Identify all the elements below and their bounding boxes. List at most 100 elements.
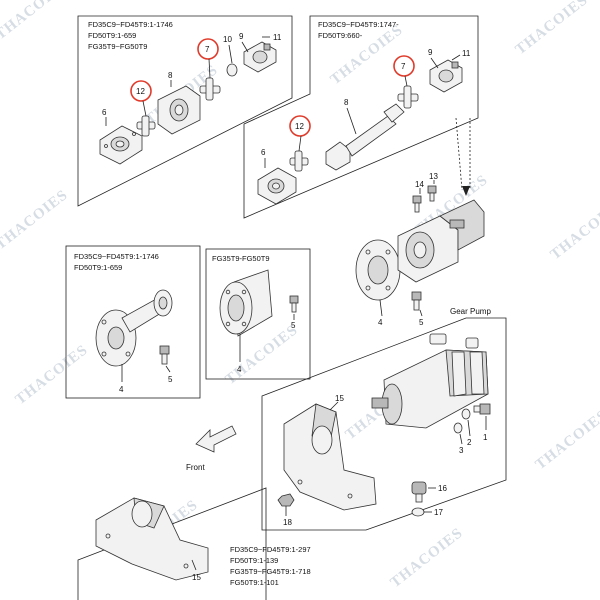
highlight-circle (130, 80, 152, 102)
callout-label: 4 (119, 385, 124, 394)
flange-part (99, 125, 143, 165)
callout-label: 11 (273, 33, 282, 42)
highlight-circle (289, 115, 311, 137)
box-a-drive-shaft-early: FD35C9~FD45T9:1-1746 FD50T9:1-659 FG35T9… (77, 15, 293, 207)
watermark-text: THACOIES (388, 525, 467, 591)
callout-label: 15 (335, 394, 344, 403)
box-d-caption: FG35T9-FG50T9 (212, 254, 270, 263)
bolt-part (159, 345, 170, 365)
watermark-text: THACOIES (533, 407, 600, 473)
adapter-flange-part (219, 269, 273, 337)
pump-bracket (283, 403, 377, 511)
callout-label: 9 (428, 48, 433, 57)
bolt-part (411, 291, 422, 311)
universal-joint-cross (199, 77, 221, 101)
callout-label: 9 (239, 32, 244, 41)
callout-label: 7 (205, 45, 210, 54)
gear-pump-bracket-group: Gear Pump 1 2 3 (261, 307, 507, 531)
callout-label: 5 (419, 318, 424, 327)
callout-label: 12 (295, 122, 304, 131)
gear-pump-body (371, 333, 489, 429)
snap-ring (226, 63, 238, 77)
callout-label: 4 (378, 318, 383, 327)
bolt-part (427, 185, 437, 202)
callout-label: 10 (223, 35, 232, 44)
inset-caption: FG35T9~FG45T9:1-718 (230, 567, 311, 576)
flange-part (257, 167, 297, 205)
box-c-caption: FD35C9~FD45T9:1-1746 (74, 252, 159, 261)
box-c-frame (65, 245, 201, 399)
box-a-caption: FD35C9~FD45T9:1-1746 (88, 20, 173, 29)
yoke-part (243, 41, 277, 73)
box-b-frame (243, 15, 479, 219)
box-c-flange-shaft: FD35C9~FD45T9:1-1746 FD50T9:1-659 4 5 (65, 245, 201, 399)
callout-label: 4 (237, 365, 242, 374)
box-b-caption: FD50T9:660- (318, 31, 363, 40)
inset-caption: FD35C9~FD45T9:1-297 (230, 545, 311, 554)
callout-label: 15 (192, 573, 201, 582)
box-d-adapter: FG35T9-FG50T9 4 5 (205, 248, 311, 380)
callout-label: 5 (291, 321, 296, 330)
callout-label: 17 (434, 508, 443, 517)
box-a-caption: FG35T9~FG50T9 (88, 42, 147, 51)
callout-label: 5 (168, 375, 173, 384)
yoke-part (157, 85, 201, 135)
leader-lines (455, 117, 471, 196)
box-c-caption: FD50T9:1-659 (74, 263, 122, 272)
callout-label: 8 (168, 71, 173, 80)
bolt-part (411, 481, 427, 503)
front-label: Front (186, 463, 205, 472)
highlight-circle (393, 55, 415, 77)
inset-caption: FD50T9:1-139 (230, 556, 278, 565)
callout-label: 14 (415, 180, 424, 189)
universal-joint-cross (397, 85, 419, 109)
callout-label: 3 (459, 446, 464, 455)
yoke-part (429, 59, 463, 93)
box-d-frame (205, 248, 311, 380)
callout-label: 7 (401, 62, 406, 71)
callout-label: 18 (283, 518, 292, 527)
callout-label: 6 (102, 108, 107, 117)
callout-label: 6 (261, 148, 266, 157)
bolt-part (473, 403, 491, 415)
washer-part (461, 408, 471, 420)
box-b-caption: FD35C9~FD45T9:1747- (318, 20, 399, 29)
universal-joint-cross (289, 150, 309, 172)
watermark-text: THACOIES (513, 0, 592, 58)
front-arrow-icon (195, 425, 237, 453)
main-assembly: 14 13 4 5 (355, 172, 485, 327)
inset-caption: FG50T9:1-101 (230, 578, 279, 587)
drive-shaft (325, 103, 405, 171)
pump-flange-part (355, 239, 401, 301)
washer-part (411, 507, 425, 517)
callout-label: 2 (467, 438, 472, 447)
watermark-text: THACOIES (0, 187, 71, 253)
coupling-assembly (397, 199, 485, 283)
front-direction-indicator: Front (186, 425, 237, 472)
box-a-frame (77, 15, 293, 207)
box-a-caption: FD50T9:1-659 (88, 31, 136, 40)
callout-label: 11 (462, 49, 471, 58)
inset-bracket (95, 497, 209, 581)
inset-bracket-group: 15 FD35C9~FD45T9:1-297 FD50T9:1-139 FG35… (77, 487, 311, 600)
washer-part (453, 422, 463, 434)
box-b-drive-shaft-later: FD35C9~FD45T9:1747- FD50T9:660- (243, 15, 479, 219)
highlight-circle (197, 38, 219, 60)
bolt-part (412, 195, 422, 213)
watermark-text: THACOIES (0, 0, 71, 43)
universal-joint-cross (136, 115, 156, 137)
callout-label: 13 (429, 172, 438, 181)
callout-label: 12 (136, 87, 145, 96)
nut-part (277, 493, 295, 507)
gear-pump-label: Gear Pump (450, 307, 491, 316)
watermark-text: THACOIES (548, 197, 600, 263)
bolt-part (289, 295, 299, 313)
gear-pump-frame (261, 317, 507, 531)
callout-label: 1 (483, 433, 488, 442)
callout-label: 16 (438, 484, 447, 493)
callout-label: 8 (344, 98, 349, 107)
flange-shaft-part (95, 289, 173, 367)
